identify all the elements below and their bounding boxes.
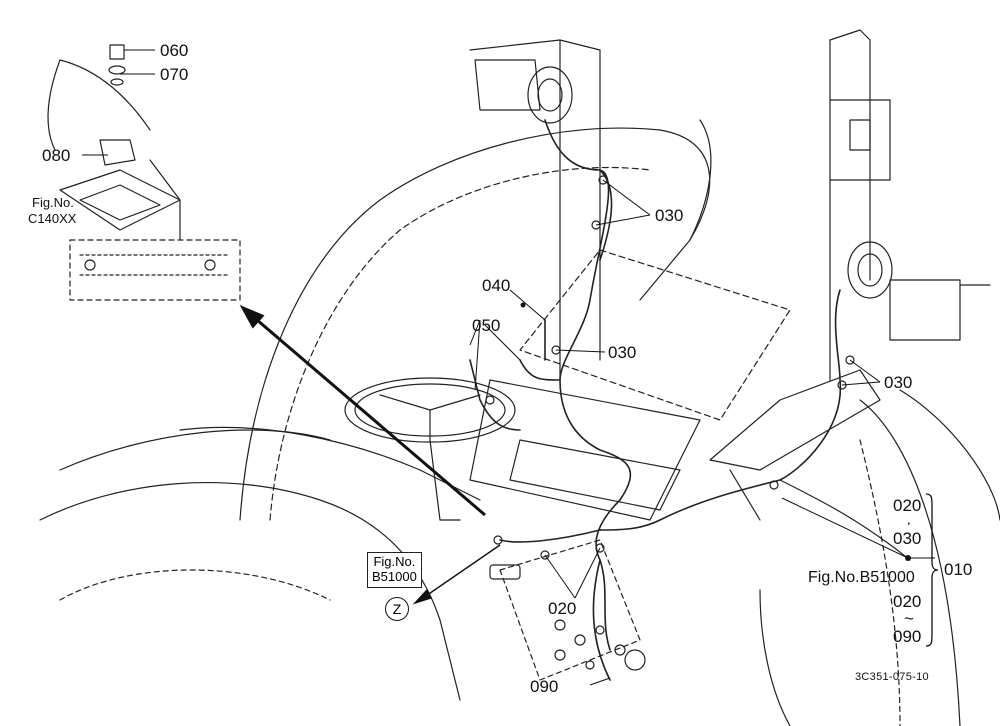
group-dot: · [906, 513, 912, 532]
drawing-code: 3C351-075-10 [855, 671, 929, 683]
fig-ref-c140-line2: C140XX [28, 211, 77, 226]
fig-ref-b51000-line2: B51000 [372, 568, 417, 584]
callout-030-middle: 030 [608, 343, 637, 362]
callout-010: 010 [944, 560, 973, 579]
group-item-020-top: 020 [893, 496, 922, 515]
group-fig-ref: Fig.No.B51000 [808, 569, 915, 586]
callout-050: 050 [472, 316, 501, 335]
callout-090: 090 [530, 677, 559, 696]
callout-030-top: 030 [655, 206, 684, 225]
callout-070: 070 [160, 65, 189, 84]
fig-ref-b51000-box: Fig.No. B51000 [367, 552, 422, 588]
group-brace [925, 493, 939, 647]
group-range-end: 090 [893, 627, 922, 646]
group-item-030: 030 [893, 529, 922, 548]
callout-020: 020 [548, 599, 577, 618]
fig-ref-c140-line1: Fig.No. [32, 195, 74, 210]
callout-040: 040 [482, 276, 511, 295]
group-tilde: ~ [904, 609, 914, 628]
callout-060: 060 [160, 41, 189, 60]
view-marker-z: Z [385, 597, 409, 621]
fig-ref-b51000-line1: Fig.No. [373, 554, 416, 569]
callout-030-right: 030 [884, 373, 913, 392]
callout-080: 080 [42, 146, 71, 165]
group-range-start: 020 [893, 592, 922, 611]
